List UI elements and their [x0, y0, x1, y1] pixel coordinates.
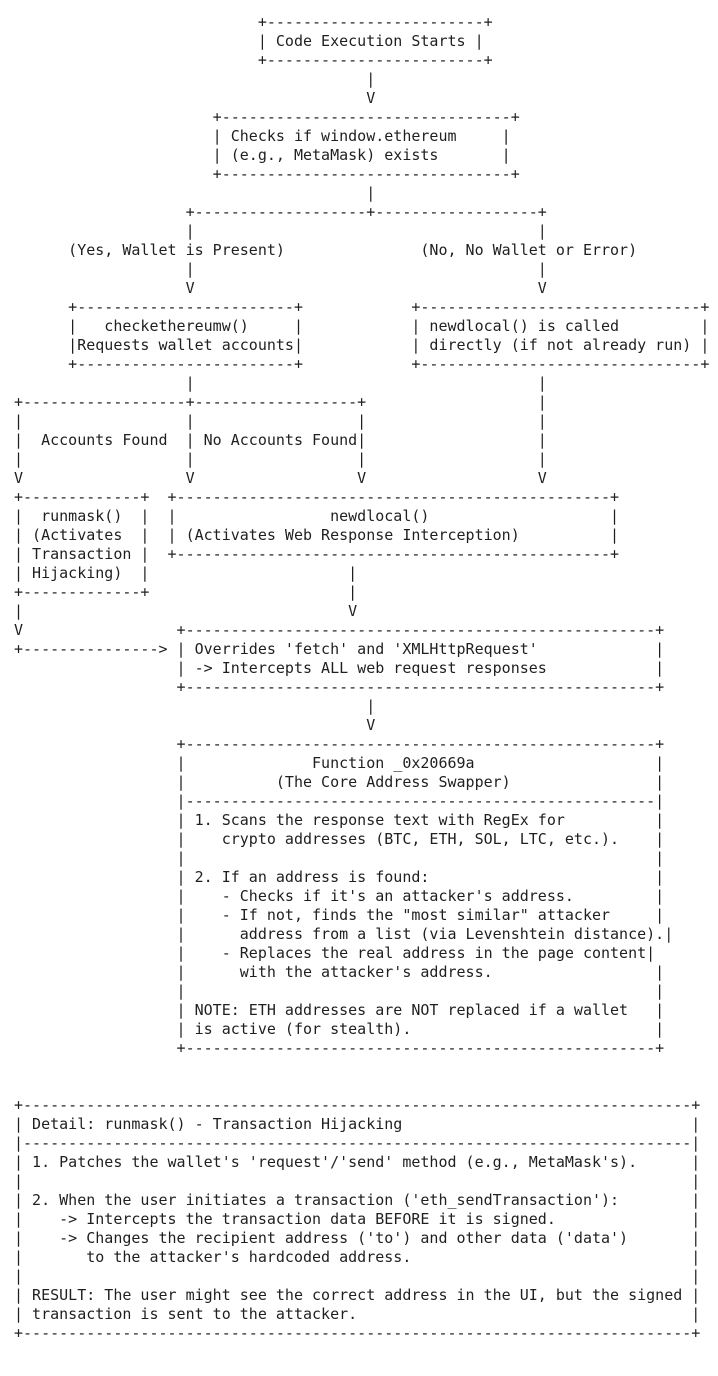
ascii-flowchart: +------------------------+ | Code Execut… [14, 13, 710, 1342]
